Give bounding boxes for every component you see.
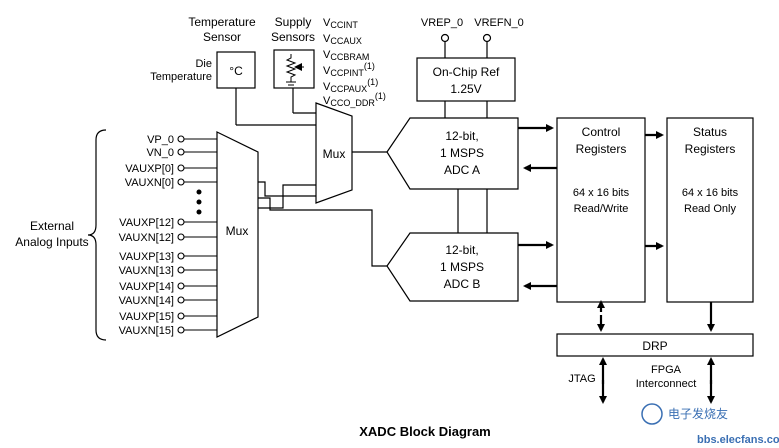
input-pin-label: VAUXP[15] [119,311,174,323]
control-registers-label-1: Control [582,125,621,139]
external-inputs-label-2: Analog Inputs [15,235,88,249]
fpga-label-1: FPGA [651,364,682,376]
adc-b-label-2: 1 MSPS [440,260,484,274]
status-registers-label-2: Registers [685,142,736,156]
input-pin-label: VN_0 [146,147,174,159]
input-pin-label: VAUXP[13] [119,251,174,263]
input-pin-label: VP_0 [147,134,174,146]
input-brace [87,129,107,341]
top-mux [315,102,353,204]
vrefn-label: VREFN_0 [474,17,524,29]
input-pin [177,178,185,186]
onchip-ref-label-1: On-Chip Ref [433,65,500,79]
supply-vccpint: VCCPINT(1) [323,61,375,78]
status-registers-label-1: Status [693,125,727,139]
input-pin [177,326,185,334]
external-inputs-label-1: External [30,219,74,233]
watermark-logo-icon [641,403,663,425]
input-pin-label: VAUXP[12] [119,217,174,229]
fpga-label-2: Interconnect [636,378,697,390]
supply-sensors-label-1: Supply [275,15,312,29]
celsius-icon: °C [229,64,243,78]
drp-box [556,333,754,357]
potentiometer-icon [285,54,304,86]
status-registers-box [666,117,754,303]
onchip-ref-box [416,57,516,102]
supply-voltage-list: VCCINT VCCAUX VCCBRAM VCCPINT(1) VCCPAUX… [323,17,386,108]
top-mux-label: Mux [323,147,346,161]
input-pin [177,218,185,226]
temperature-sensor-box [216,51,256,89]
temperature-sensor-label-2: Sensor [203,30,241,44]
supply-vccbram: VCCBRAM [323,49,369,62]
input-pin [177,164,185,172]
status-registers-access: Read Only [684,203,736,215]
watermark-url: bbs.elecfans.com [697,434,779,446]
die-temperature-label-1: Die [195,58,212,70]
adc-a-label-3: ADC A [444,163,480,177]
vrefn-pin [482,33,492,43]
input-pin [177,266,185,274]
supply-sensors-label-2: Sensors [271,30,315,44]
input-pin [177,296,185,304]
adc-b-label-1: 12-bit, [445,243,478,257]
input-pin-label: VAUXN[15] [119,325,174,337]
input-pin [177,233,185,241]
supply-vccint: VCCINT [323,17,358,30]
control-registers-access: Read/Write [574,203,629,215]
adc-b [386,232,519,302]
control-registers-size: 64 x 16 bits [573,187,630,199]
adc-a-label-2: 1 MSPS [440,146,484,160]
input-pin-label: VAUXN[0] [125,177,174,189]
control-registers-label-2: Registers [576,142,627,156]
adc-a [386,117,519,190]
input-pin-label: VAUXP[0] [125,163,174,175]
input-pin [177,282,185,290]
input-pin [177,148,185,156]
main-mux [216,131,259,338]
input-pin [177,135,185,143]
adc-b-label-3: ADC B [444,277,481,291]
vrep-label: VREP_0 [421,17,463,29]
diagram-title: XADC Block Diagram [359,424,490,439]
main-mux-label: Mux [226,224,249,238]
input-pin [177,252,185,260]
adc-a-label-1: 12-bit, [445,129,478,143]
input-pin-label: VAUXN[12] [119,232,174,244]
supply-vccaux: VCCAUX [323,33,362,46]
input-pin-label: VAUXP[14] [119,281,174,293]
control-registers-box [556,117,646,303]
input-pins-bottom: VAUXP[12] VAUXN[12] VAUXP[13] VAUXN[13] VAUX… [119,217,217,337]
onchip-ref-label-2: 1.25V [450,82,481,96]
ellipsis-dot [196,189,202,195]
status-registers-size: 64 x 16 bits [682,187,739,199]
input-pin [177,312,185,320]
drp-label: DRP [642,339,667,353]
input-pin-label: VAUXN[14] [119,295,174,307]
ellipsis-dot [196,199,202,205]
watermark-text: 电子发烧友 [668,406,728,421]
die-temperature-label-2: Temperature [150,71,212,83]
ellipsis-dot [196,209,202,215]
vrep-pin [440,33,450,43]
supply-vccpaux: VCCPAUX(1) [323,77,378,94]
supply-vcco-ddr: VCCO_DDR(1) [323,91,386,108]
watermark: 电子发烧友 bbs.elecfans.com [641,403,779,446]
jtag-label: JTAG [568,373,595,385]
input-pin-label: VAUXN[13] [119,265,174,277]
temperature-sensor-label-1: Temperature [188,15,256,29]
